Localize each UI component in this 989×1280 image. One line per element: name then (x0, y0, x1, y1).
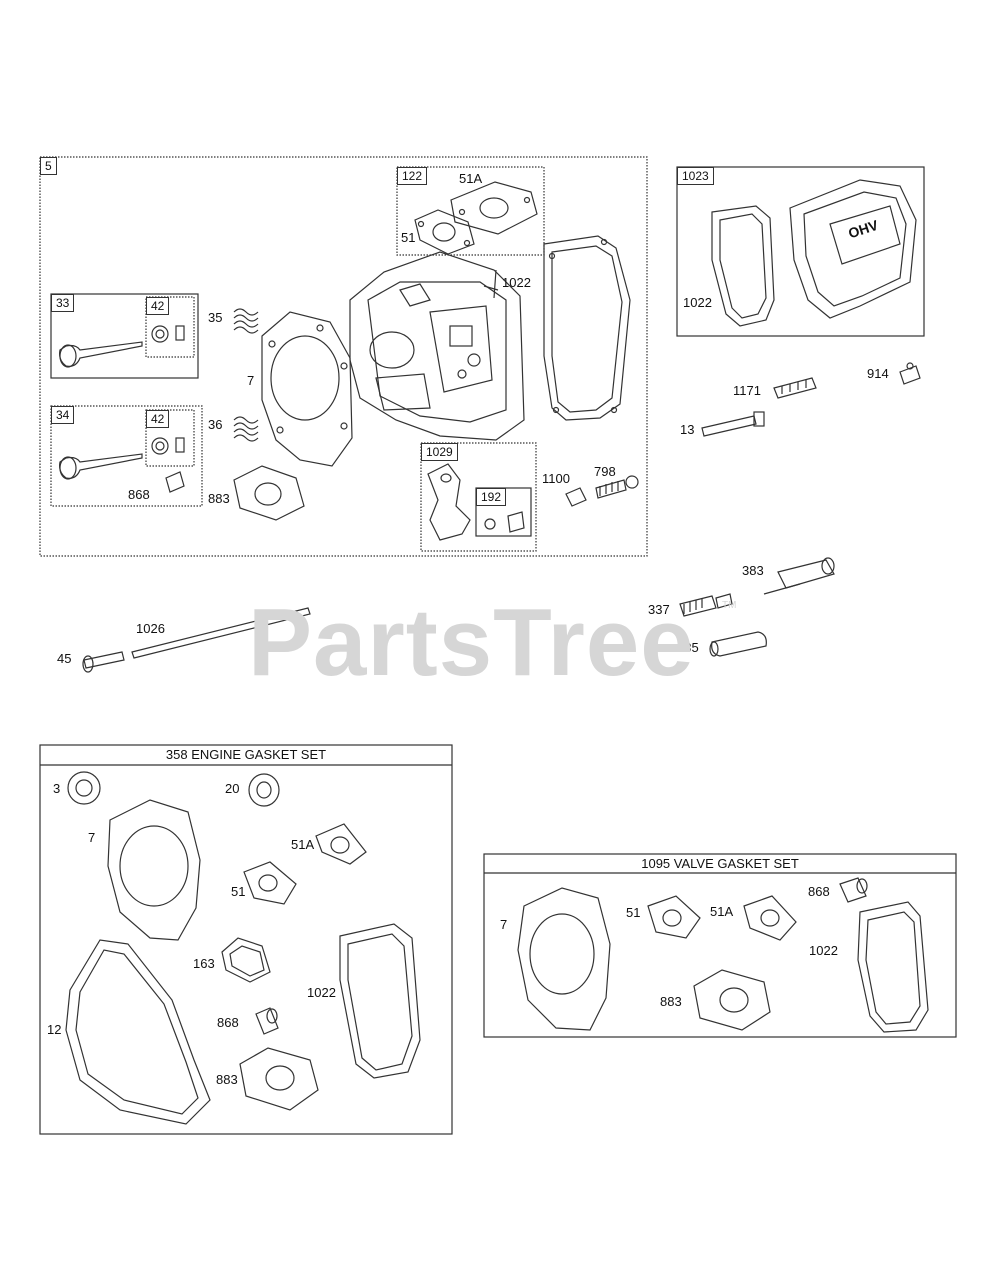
spring-35-drawing (233, 308, 259, 334)
egs-label: 20 (225, 781, 240, 796)
label-51a-top: 51A (459, 171, 483, 186)
watermark: PartsTree (248, 589, 695, 696)
vgs-gasket-1022 (857, 901, 929, 1033)
box-1029-frame (420, 442, 537, 552)
label-7-head: 7 (247, 373, 255, 388)
box-1023-tag: 1023 (677, 167, 714, 185)
engine-gasket-set-frame (39, 744, 453, 1135)
valve-gasket-set-frame (483, 853, 957, 1038)
gasket-1022-head-drawing (543, 235, 631, 421)
label-868-valve: 868 (128, 487, 150, 502)
egs-label: 3 (53, 781, 61, 796)
label-635: 635 (677, 640, 699, 655)
gasket-51-drawing (414, 209, 475, 255)
head-gasket-7-drawing (261, 311, 353, 467)
box-1023-frame (676, 166, 925, 337)
label-1022-cover: 1022 (683, 295, 712, 310)
box-1029-tag: 1029 (421, 443, 458, 461)
bolt-13-drawing (701, 411, 765, 437)
box-122-frame (396, 166, 545, 256)
tube-383-drawing (763, 557, 835, 595)
egs-label: 51A (291, 837, 315, 852)
box-42a-frame (145, 296, 195, 358)
valve-cover-drawing (789, 179, 917, 319)
vgs-label: 7 (500, 917, 508, 932)
egs-label: 51 (231, 884, 246, 899)
valve-gasket-set-title: 1095 VALVE GASKET SET (641, 856, 799, 871)
egs-gasket-12 (65, 939, 211, 1125)
label-798: 798 (594, 464, 616, 479)
box-42a-tag: 42 (146, 297, 170, 315)
stud-1100-drawing (565, 487, 587, 507)
egs-seal-20 (248, 773, 280, 807)
breather-1171-drawing (773, 377, 817, 399)
egs-gasket-51 (243, 861, 297, 905)
box-34-tag: 34 (51, 406, 75, 424)
spring-36-drawing (233, 416, 259, 442)
vgs-gasket-51a (743, 895, 797, 941)
rocker-1029-drawing (427, 463, 525, 541)
egs-gasket-163 (221, 937, 271, 983)
watermark-tm: TM (722, 600, 737, 611)
egs-label: 868 (217, 1015, 239, 1030)
label-1022-head: 1022 (502, 275, 531, 290)
egs-gasket-1022 (339, 923, 421, 1079)
label-45: 45 (57, 651, 72, 666)
vgs-label: 868 (808, 884, 830, 899)
gasket-51a-drawing (450, 181, 538, 235)
label-337: 337 (648, 602, 670, 617)
label-1026: 1026 (136, 621, 165, 636)
egs-label: 883 (216, 1072, 238, 1087)
label-13: 13 (680, 422, 695, 437)
vgs-label: 883 (660, 994, 682, 1009)
valve-33-drawing (59, 325, 185, 368)
egs-gasket-7 (107, 799, 201, 941)
engine-gasket-set-title: 358 ENGINE GASKET SET (165, 747, 327, 762)
cylinder-head-drawing (349, 251, 525, 441)
push-rod-1026-drawing (131, 607, 311, 659)
vgs-label: 51A (710, 904, 734, 919)
valve-34-drawing (59, 437, 185, 493)
box-42b-tag: 42 (146, 410, 170, 428)
box-33-frame (50, 293, 199, 379)
egs-seal-868 (255, 1007, 279, 1035)
box-192-tag: 192 (476, 488, 507, 506)
tappet-45-drawing (82, 651, 125, 673)
egs-seal-3 (67, 771, 101, 805)
vgs-seal-868 (839, 877, 868, 903)
main-assembly-frame (39, 156, 648, 557)
box-42b-frame (145, 409, 195, 467)
label-1171: 1171 (733, 383, 761, 398)
egs-label: 7 (88, 830, 96, 845)
vgs-gasket-51 (647, 895, 701, 939)
label-35: 35 (208, 310, 223, 325)
egs-label: 163 (193, 956, 215, 971)
box-34-frame (50, 405, 203, 507)
label-914: 914 (867, 366, 889, 381)
box-33-tag: 33 (51, 294, 75, 312)
vgs-gasket-7 (517, 887, 611, 1031)
egs-label: 12 (47, 1022, 62, 1037)
sleeve-635-drawing (709, 631, 767, 657)
label-1100: 1100 (542, 471, 570, 486)
fitting-914-drawing (899, 362, 921, 385)
screw-798-drawing (595, 475, 639, 499)
main-assembly-ref: 5 (40, 157, 57, 175)
vgs-label: 1022 (809, 943, 838, 958)
egs-gasket-883 (239, 1047, 319, 1111)
egs-label: 1022 (307, 985, 336, 1000)
spark-plug-337-drawing (679, 593, 733, 617)
gasket-883-head-drawing (233, 465, 305, 521)
label-383: 383 (742, 563, 764, 578)
label-51-top: 51 (401, 230, 416, 245)
label-883-head: 883 (208, 491, 230, 506)
vgs-label: 51 (626, 905, 641, 920)
egs-gasket-51a (315, 823, 367, 865)
box-122-tag: 122 (397, 167, 428, 185)
gasket-1022-cover-drawing (711, 205, 775, 327)
vgs-gasket-883 (693, 969, 771, 1031)
label-36: 36 (208, 417, 223, 432)
